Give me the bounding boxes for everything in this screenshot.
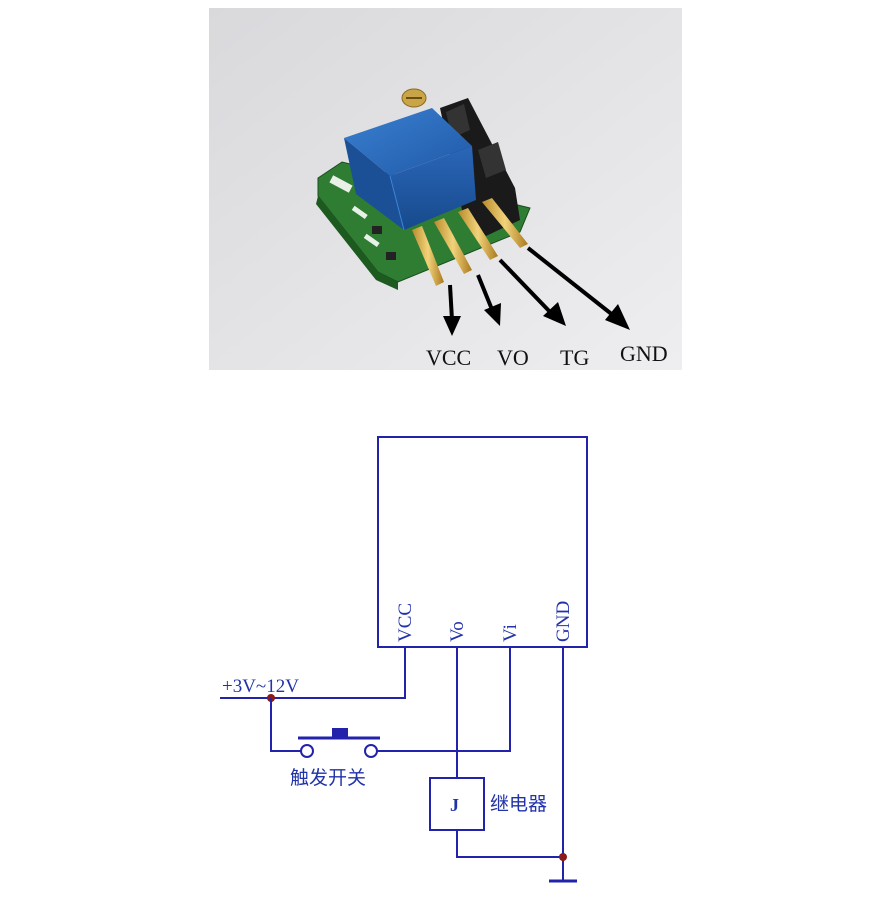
pcb-silkscreen (351, 205, 368, 220)
trigger-switch (298, 728, 380, 758)
relay-label: 继电器 (490, 793, 547, 815)
arrow-gnd-line (526, 246, 616, 318)
photo-label-gnd: GND (620, 341, 668, 366)
pin-gnd-body (482, 198, 528, 248)
switch-button (332, 728, 348, 738)
supply-label: +3V~12V (222, 676, 299, 697)
module-pin-gnd-label: GND (553, 601, 574, 642)
pin-arrows (443, 246, 630, 336)
potentiometer-top (344, 108, 472, 176)
module-box (377, 436, 588, 648)
switch-contact-right (364, 744, 378, 758)
supply-wire (220, 647, 406, 699)
schematic: VCC Vo Vi GND +3V~12V 触发开关 J 继电器 (220, 436, 588, 883)
module-pin-vi-label: Vi (500, 624, 521, 642)
relay-ground-wire (456, 830, 563, 858)
relay-symbol: J (450, 795, 459, 815)
pin-tg-body (458, 208, 498, 260)
pcb-component (386, 252, 396, 260)
pcb-silkscreen (329, 175, 353, 193)
ground-junction (559, 853, 567, 861)
arrow-vo-line (476, 274, 495, 313)
switch-label: 触发开关 (290, 767, 366, 789)
arrow-tg-line (498, 258, 554, 316)
photo-label-vo: VO (497, 345, 529, 370)
switch-contact-left (300, 744, 314, 758)
module-pin-vo-label: Vo (447, 621, 468, 642)
arrow-vcc-head (443, 316, 461, 336)
gold-pins (412, 198, 528, 286)
arrow-vcc-line (448, 284, 454, 321)
pin-vcc-body (412, 226, 444, 286)
potentiometer-front (344, 138, 404, 230)
module-pin-vcc-label: VCC (395, 603, 416, 642)
switch-right-wire (377, 647, 511, 752)
pcb-silkscreen (363, 233, 380, 248)
pin-vo-body (434, 218, 472, 274)
arrow-gnd-head (605, 304, 630, 330)
pin-header-notch (478, 142, 506, 178)
module-photo: VCC VO TG GND (209, 8, 682, 370)
potentiometer-side (390, 146, 476, 230)
arrow-tg-head (543, 302, 566, 326)
pcb-component (372, 226, 382, 234)
switch-left-wire (270, 698, 301, 752)
pcb-board-edge (316, 196, 398, 290)
potentiometer-edge (389, 175, 405, 231)
arrow-vo-head (484, 303, 501, 326)
photo-label-tg: TG (560, 345, 589, 370)
photo-label-vcc: VCC (426, 345, 471, 370)
